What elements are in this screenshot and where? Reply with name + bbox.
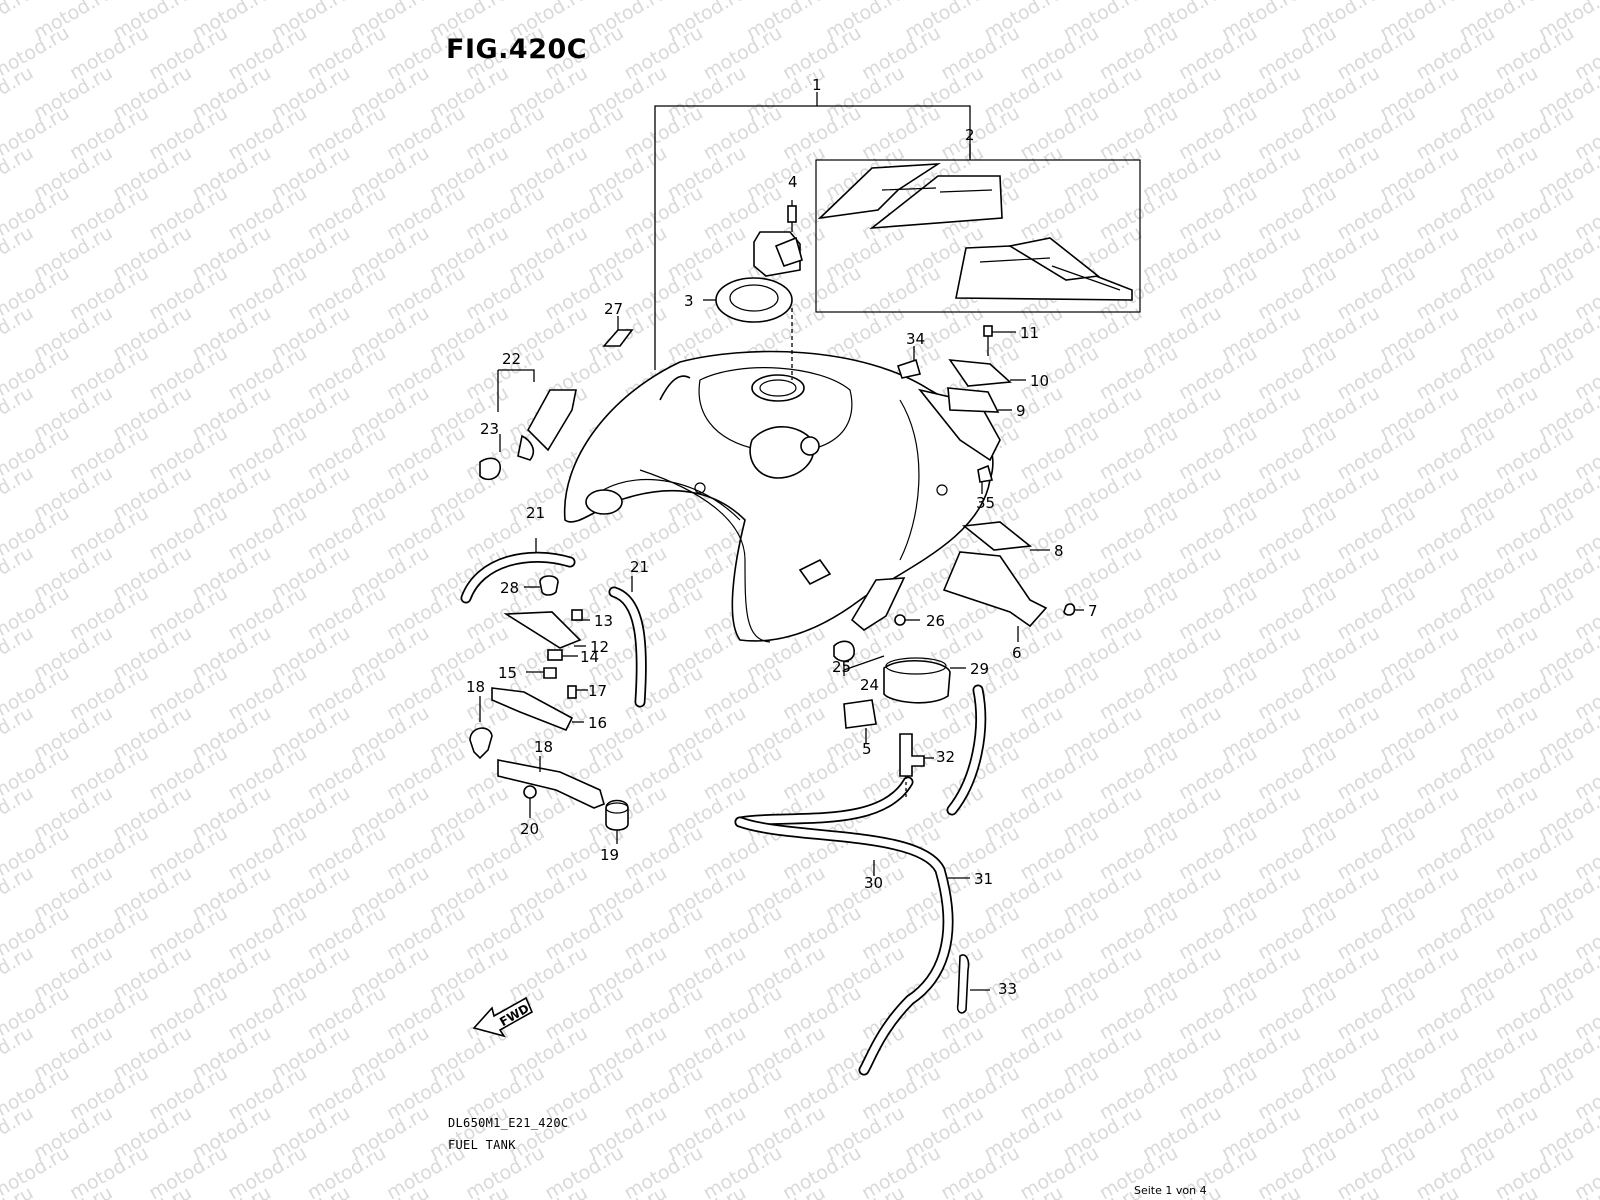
fuel-tank-body bbox=[563, 350, 1001, 642]
part-label-29: 29 bbox=[970, 660, 989, 678]
decal-27 bbox=[602, 316, 634, 347]
rear-bracket-parts bbox=[896, 325, 1084, 642]
part-label-8: 8 bbox=[1054, 542, 1064, 560]
part-label-28: 28 bbox=[500, 579, 519, 597]
part-label-17: 17 bbox=[588, 682, 607, 700]
part-label-19: 19 bbox=[600, 846, 619, 864]
part-label-33: 33 bbox=[998, 980, 1017, 998]
part-label-4: 4 bbox=[788, 173, 798, 191]
part-label-22: 22 bbox=[502, 350, 521, 368]
part-label-25: 25 bbox=[832, 658, 851, 676]
part-label-27: 27 bbox=[604, 300, 623, 318]
part-label-21: 21 bbox=[526, 504, 545, 522]
part-label-18-second: 18 bbox=[534, 738, 553, 756]
lower-bracket-parts bbox=[497, 756, 629, 844]
part-label-16: 16 bbox=[588, 714, 607, 732]
part-label-11: 11 bbox=[1020, 324, 1039, 342]
pad-5 bbox=[843, 699, 877, 744]
part-label-21-second: 21 bbox=[630, 558, 649, 576]
part-label-2: 2 bbox=[965, 126, 975, 144]
part-label-24: 24 bbox=[860, 676, 879, 694]
assembly-1-bracket bbox=[654, 92, 971, 370]
model-code: DL650M1_E21_420C bbox=[448, 1116, 569, 1130]
part-label-5: 5 bbox=[862, 740, 872, 758]
figure-name: FUEL TANK bbox=[448, 1138, 516, 1152]
part-label-6: 6 bbox=[1012, 644, 1022, 662]
part-label-23: 23 bbox=[480, 420, 499, 438]
part-label-13: 13 bbox=[594, 612, 613, 630]
decal-set-box bbox=[815, 144, 1141, 313]
trim-piece-22-23 bbox=[479, 369, 577, 481]
part-label-26: 26 bbox=[926, 612, 945, 630]
part-label-12: 12 bbox=[590, 638, 609, 656]
part-label-9: 9 bbox=[1016, 402, 1026, 420]
part-label-10: 10 bbox=[1030, 372, 1049, 390]
part-label-20: 20 bbox=[520, 820, 539, 838]
part-label-7: 7 bbox=[1088, 602, 1098, 620]
part-label-14: 14 bbox=[580, 648, 599, 666]
part-label-18: 18 bbox=[466, 678, 485, 696]
part-label-34: 34 bbox=[906, 330, 925, 348]
part-label-32: 32 bbox=[936, 748, 955, 766]
forward-direction-marker: FWD bbox=[472, 996, 534, 1038]
part-label-1: 1 bbox=[812, 76, 822, 94]
hose-30-31-32-33 bbox=[734, 684, 990, 1076]
part-label-30: 30 bbox=[864, 874, 883, 892]
left-mounting-parts bbox=[469, 575, 590, 760]
fuel-cap-assembly bbox=[703, 200, 803, 380]
part-label-15: 15 bbox=[498, 664, 517, 682]
sleeve-29 bbox=[883, 657, 966, 704]
hose-21-pieces bbox=[460, 538, 647, 708]
hose-21-routing bbox=[639, 469, 771, 643]
part-label-31: 31 bbox=[974, 870, 993, 888]
trim-piece-24-25-26 bbox=[833, 577, 920, 676]
page-indicator: Seite 1 von 4 bbox=[1134, 1184, 1207, 1197]
part-label-35: 35 bbox=[976, 494, 995, 512]
part-label-3: 3 bbox=[684, 292, 694, 310]
part-labels: 1 2 3 4 5 6 7 8 9 10 11 12 13 14 15 16 1… bbox=[466, 76, 1098, 998]
figure-title: FIG.420C bbox=[446, 34, 588, 65]
